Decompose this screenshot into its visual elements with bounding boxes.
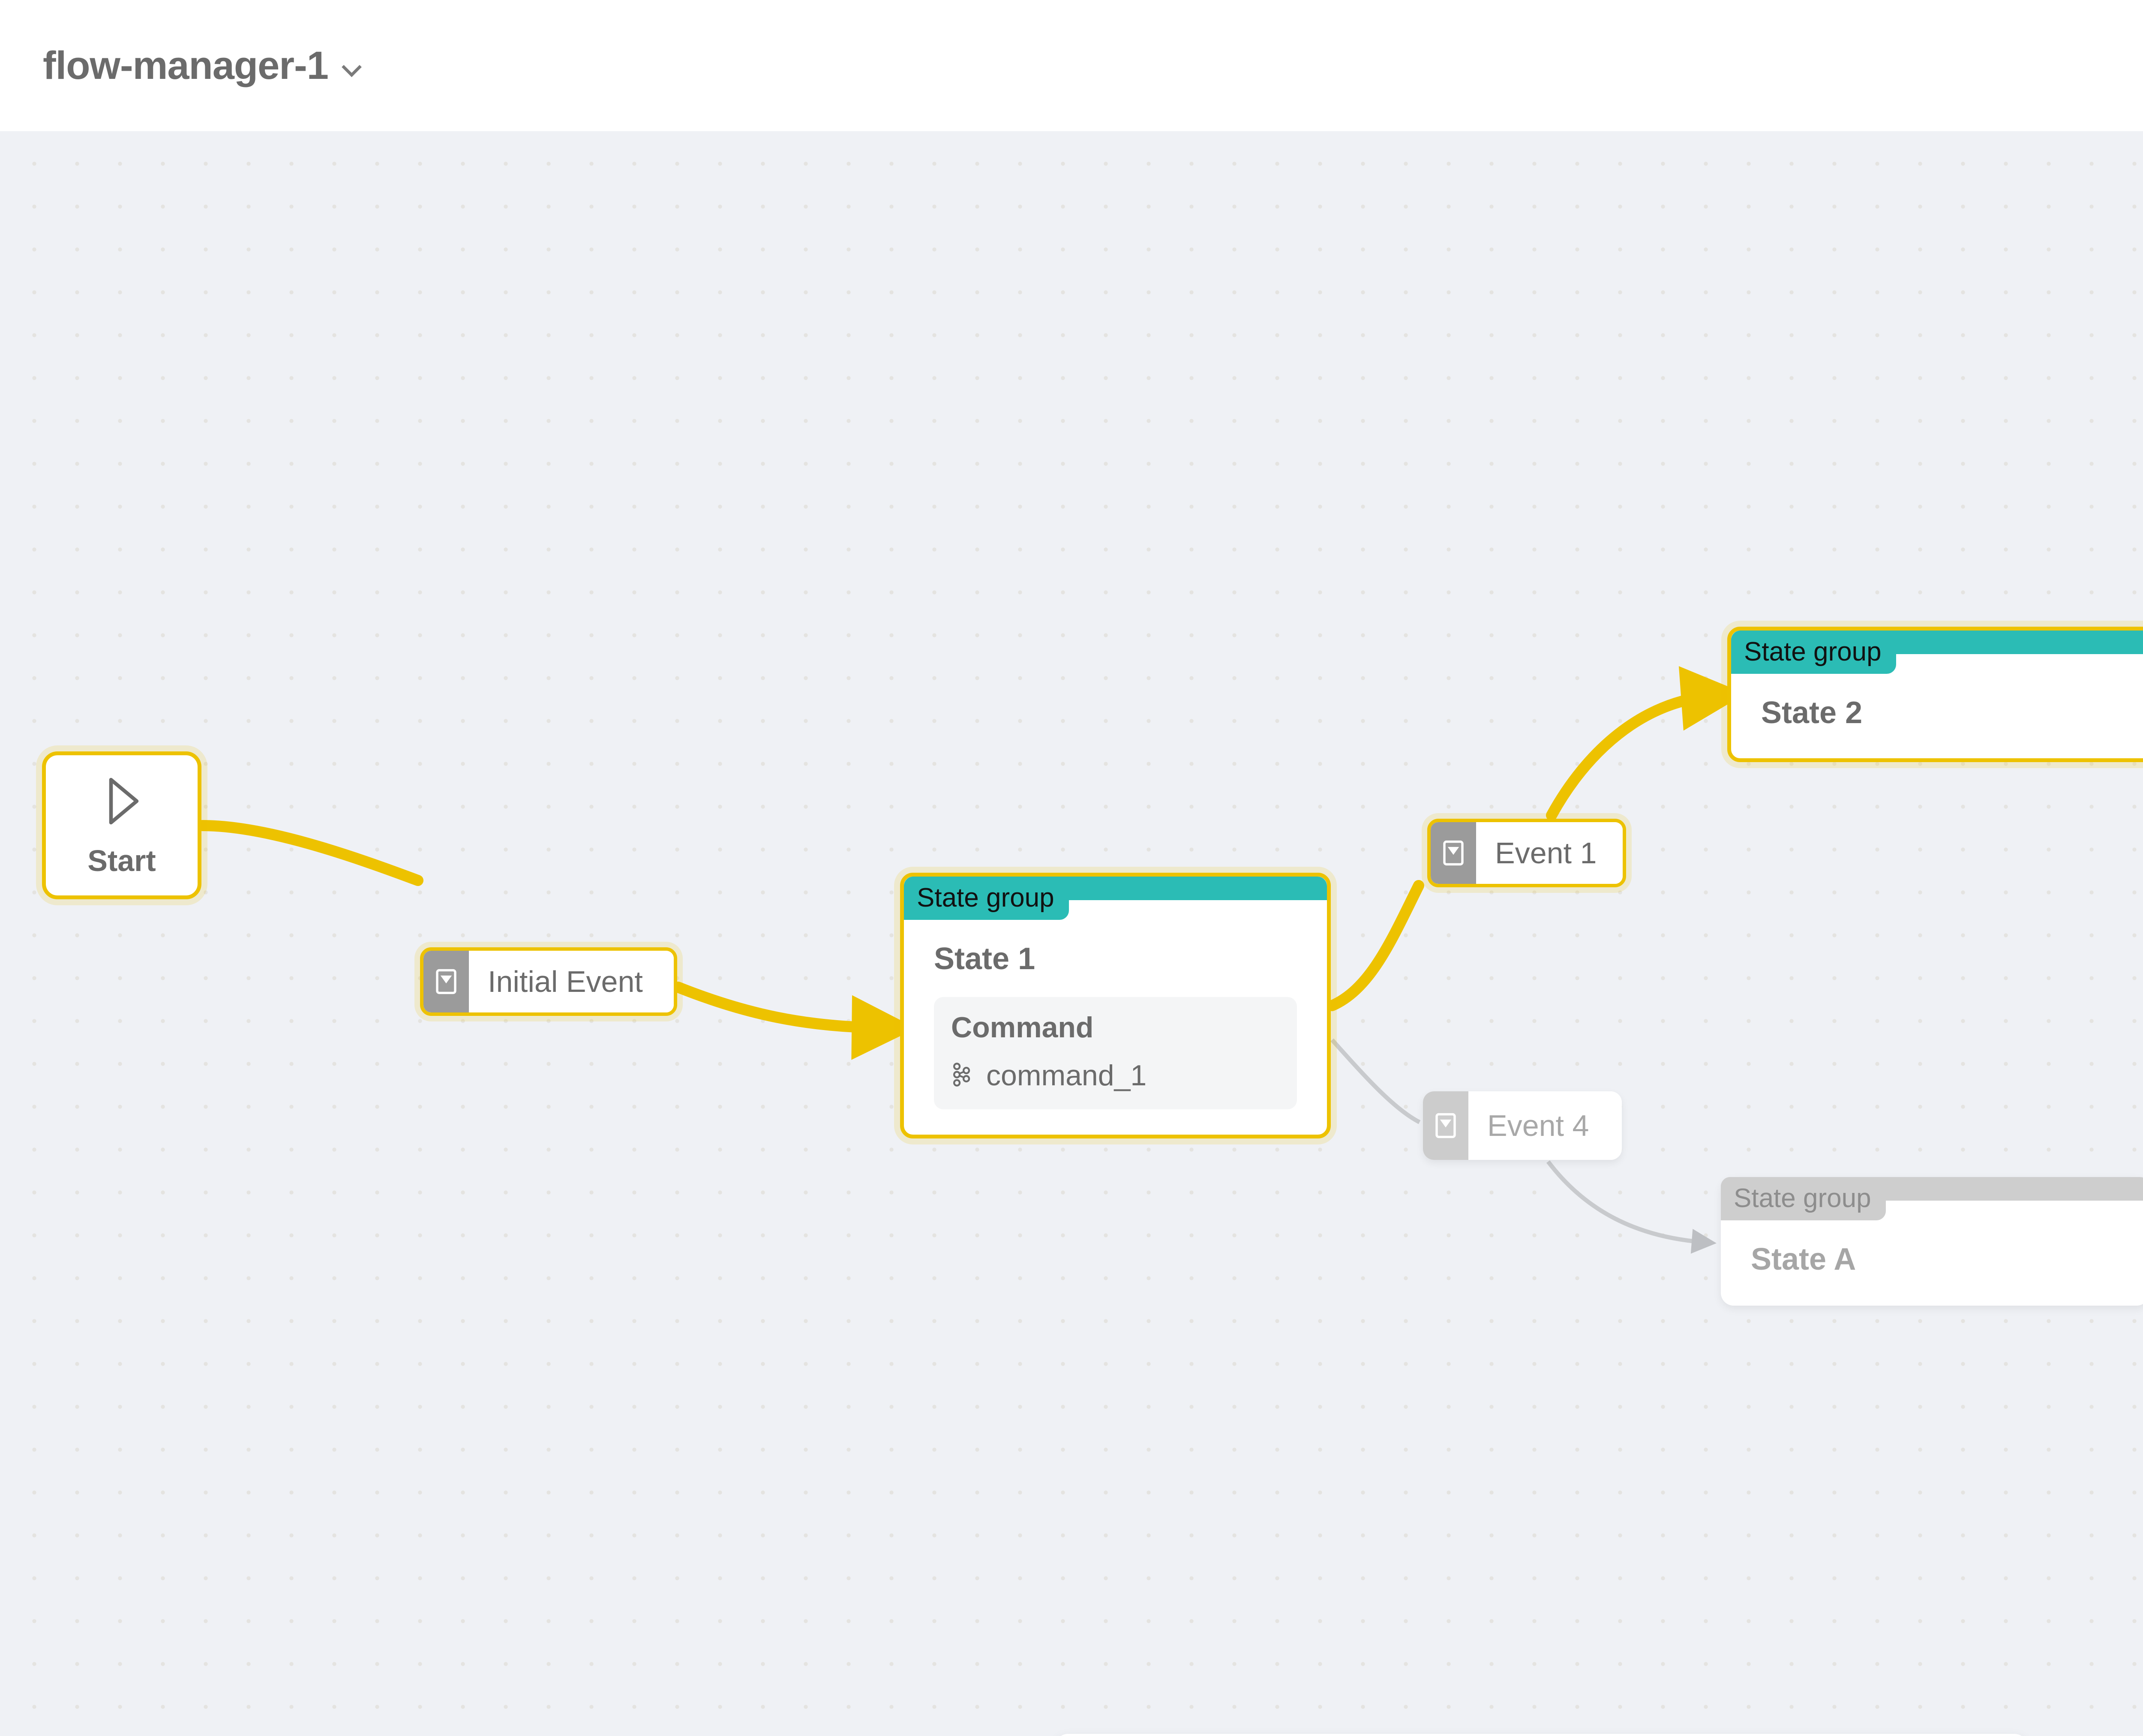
envelope-icon bbox=[1431, 822, 1476, 884]
event-label: Event 4 bbox=[1487, 1109, 1589, 1142]
flow-canvas[interactable]: Start Initial Event Eve bbox=[0, 131, 2143, 1736]
state-name: State 2 bbox=[1761, 696, 1863, 730]
state-group-badge: State group bbox=[1721, 1177, 1886, 1221]
start-node-label: Start bbox=[87, 844, 156, 877]
app-header: flow-manager-1 Go to microservice bbox=[0, 0, 2143, 131]
state-body: State 2 bbox=[1731, 654, 2143, 758]
command-title: Command bbox=[951, 1011, 1094, 1044]
state-name: State 1 bbox=[934, 942, 1035, 976]
start-node[interactable]: Start bbox=[42, 751, 201, 899]
flow-title-dropdown[interactable]: flow-manager-1 bbox=[43, 43, 362, 88]
state-node-state-2[interactable]: State group State 2 bbox=[1727, 627, 2143, 762]
envelope-icon bbox=[423, 951, 469, 1012]
event-rows: Event 1 bbox=[1476, 822, 1623, 884]
state-group-badge: State group bbox=[904, 877, 1069, 920]
event-rows: Event 4 bbox=[1468, 1091, 1622, 1160]
state-name: State A bbox=[1751, 1242, 1856, 1276]
event-node-event-1[interactable]: Event 1 bbox=[1427, 819, 1626, 887]
command-box[interactable]: Command command_1 bbox=[934, 997, 1297, 1109]
state-node-state-1[interactable]: State group State 1 Command bbox=[900, 873, 1331, 1138]
play-triangle-icon bbox=[96, 773, 147, 832]
event-label: Event 1 bbox=[1495, 836, 1597, 870]
envelope-icon bbox=[1423, 1091, 1468, 1160]
state-group-badge: State group bbox=[1731, 631, 1896, 674]
edges-layer bbox=[197, 666, 1746, 1254]
event-node-event-4[interactable]: Event 4 bbox=[1423, 1091, 1622, 1160]
event-node-initial-event[interactable]: Initial Event bbox=[420, 947, 677, 1016]
state-body: State A bbox=[1721, 1201, 2143, 1306]
command-name: command_1 bbox=[986, 1059, 1147, 1092]
chevron-down-icon[interactable] bbox=[343, 60, 362, 71]
command-row: command_1 bbox=[951, 1059, 1280, 1092]
state-node-state-a[interactable]: State group State A bbox=[1721, 1177, 2143, 1306]
event-label: Initial Event bbox=[488, 965, 643, 998]
topology-nodes-icon bbox=[951, 1061, 973, 1090]
page-title: flow-manager-1 bbox=[43, 43, 329, 87]
highlight-mode-bar: Click on the items to highlight them Exi… bbox=[1055, 1734, 2027, 1736]
state-body: State 1 Command bbox=[904, 900, 1327, 1135]
event-rows: Initial Event bbox=[469, 951, 674, 1012]
